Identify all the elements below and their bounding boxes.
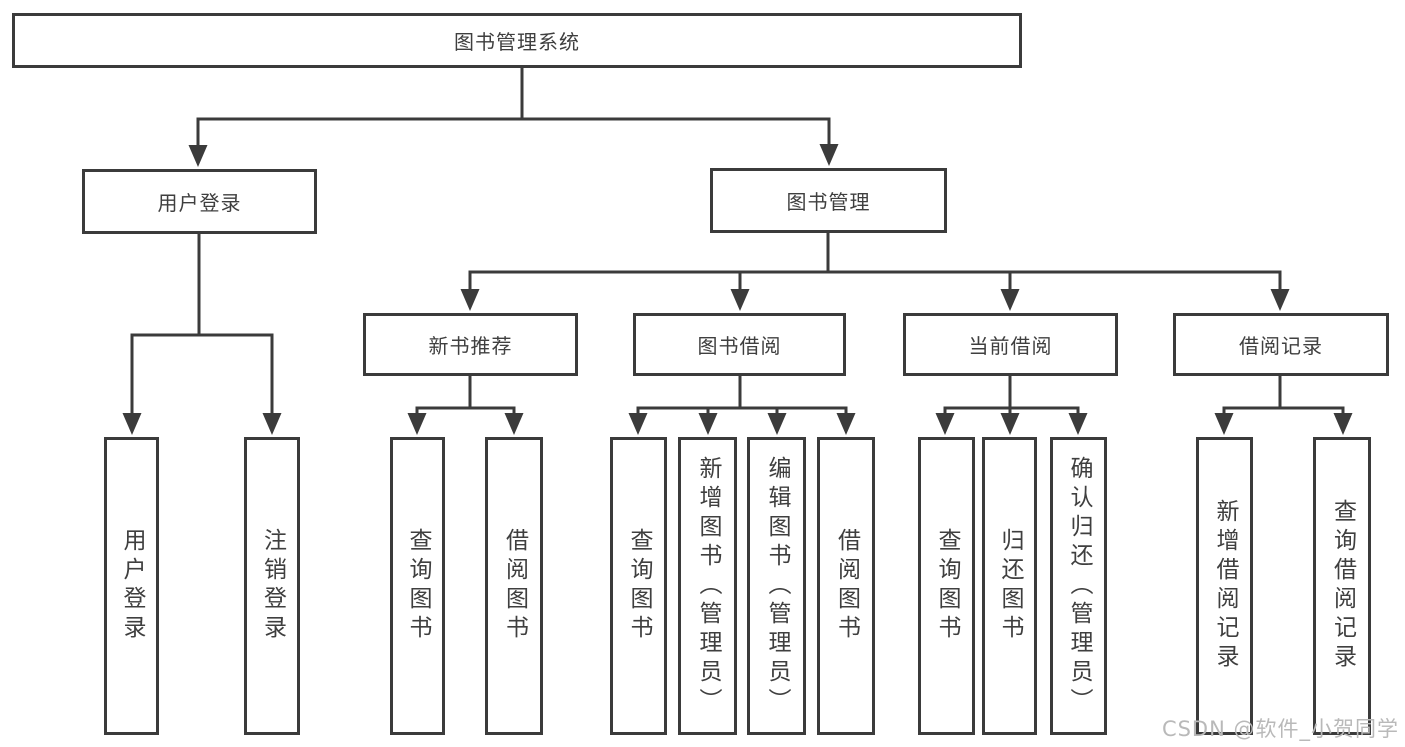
arrowhead: [407, 413, 524, 435]
connector-line: [468, 231, 1282, 293]
node-new-book-recommend: 新书推荐: [363, 313, 578, 376]
connector-line: [636, 374, 848, 417]
leaf-borrow-books-borrowing: 借阅图书: [817, 437, 875, 735]
leaf-query-books-current: 查询图书: [918, 437, 975, 735]
arrowhead: [122, 413, 282, 435]
node-current-borrowing: 当前借阅: [903, 313, 1118, 376]
node-book-borrowing: 图书借阅: [633, 313, 846, 376]
connector-line: [130, 232, 274, 417]
arrowhead: [628, 413, 856, 435]
connector-line: [943, 374, 1080, 417]
connector-book-borrowing-to-leaves: [628, 374, 856, 435]
leaf-return-book: 归还图书: [982, 437, 1037, 735]
leaf-query-books-borrowing: 查询图书: [610, 437, 667, 735]
connector-book-management-to-level3: [460, 231, 1290, 311]
leaf-add-borrow-record: 新增借阅记录: [1196, 437, 1253, 735]
leaf-query-borrow-record: 查询借阅记录: [1313, 437, 1371, 735]
connector-user-login-to-leaves: [122, 232, 282, 435]
connector-new-book-recommend-to-leaves: [407, 374, 524, 435]
node-library-management-system: 图书管理系统: [12, 13, 1022, 68]
arrowhead: [935, 413, 1088, 435]
leaf-logout: 注销登录: [244, 437, 300, 735]
leaf-confirm-return-admin: 确认归还（管理员）: [1050, 437, 1107, 735]
leaf-user-login: 用户登录: [104, 437, 159, 735]
connector-line: [1222, 374, 1345, 417]
leaf-add-book-admin: 新增图书（管理员）: [678, 437, 737, 735]
arrowhead: [460, 289, 1290, 311]
connector-line: [196, 66, 831, 149]
leaf-edit-book-admin: 编辑图书（管理员）: [747, 437, 806, 735]
connector-root-to-level2: [188, 66, 839, 167]
connector-borrowing-records-to-leaves: [1214, 374, 1353, 435]
connector-line: [415, 374, 516, 417]
node-user-login: 用户登录: [82, 169, 317, 234]
node-borrowing-records: 借阅记录: [1173, 313, 1389, 376]
leaf-query-books-recommend: 查询图书: [390, 437, 445, 735]
arrowhead: [188, 144, 839, 167]
node-book-management: 图书管理: [710, 168, 947, 233]
csdn-watermark: CSDN @软件_小贺同学: [1161, 717, 1399, 741]
leaf-borrow-books-recommend: 借阅图书: [485, 437, 543, 735]
arrowhead: [1214, 413, 1353, 435]
connector-current-borrowing-to-leaves: [935, 374, 1088, 435]
